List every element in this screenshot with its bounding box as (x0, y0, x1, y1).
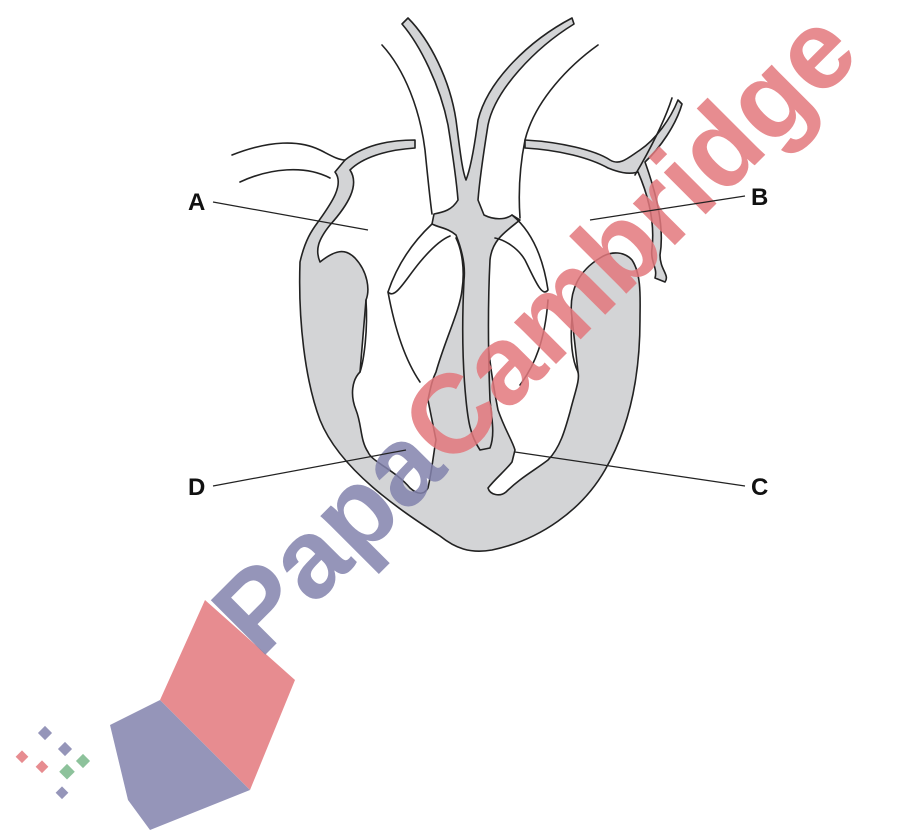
watermark-cambridge: Cambridge (378, 0, 880, 488)
right-atrium-inner-outline (388, 224, 450, 294)
label-d: D (188, 474, 205, 501)
watermark-text-papa: PapaCambridge (189, 0, 880, 677)
aorta-left-outline (382, 45, 432, 214)
label-c: C (751, 474, 768, 501)
vena-cava-outline (232, 143, 345, 160)
label-a: A (188, 189, 205, 216)
label-b: B (751, 184, 768, 211)
vena-cava-lower-outline (240, 170, 330, 182)
